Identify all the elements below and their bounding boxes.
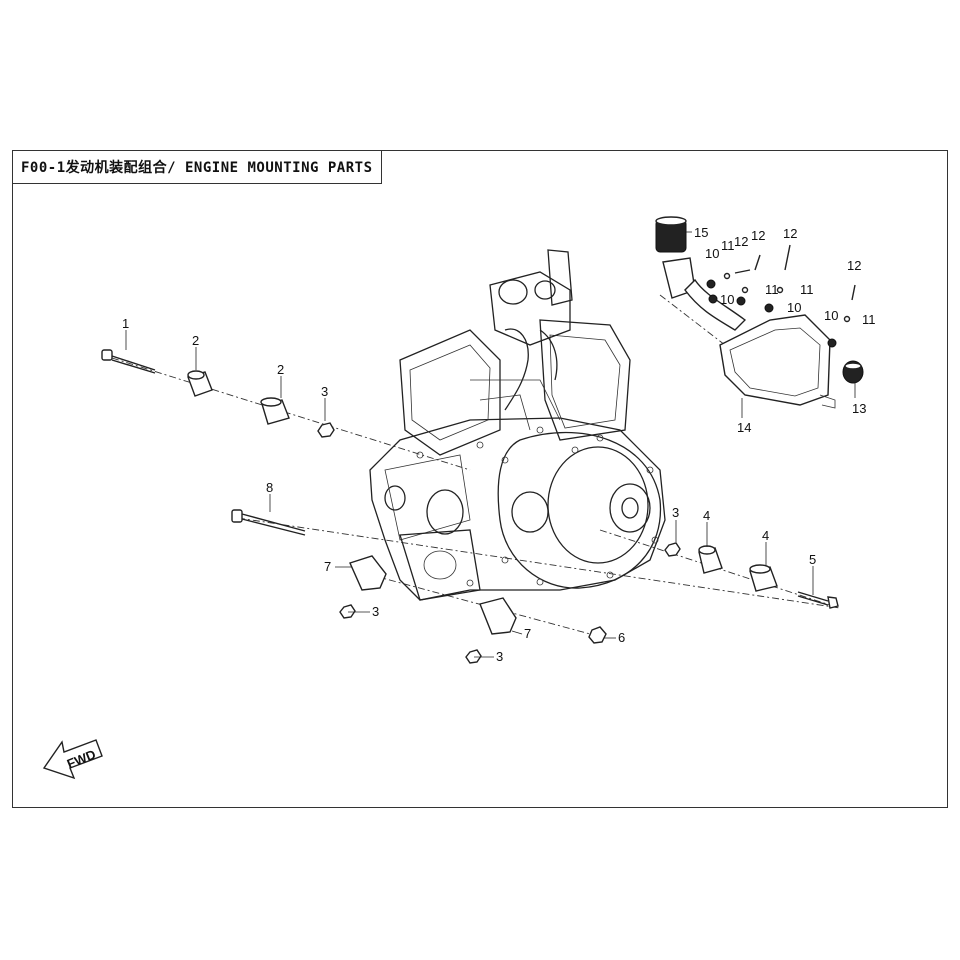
callout-3: 3 <box>496 649 503 664</box>
callout-11: 11 <box>862 312 876 327</box>
callout-7: 7 <box>324 559 331 574</box>
callout-numbers: 1 2 2 3 8 7 3 7 3 6 3 4 4 5 15 10 11 12 … <box>122 225 876 664</box>
callout-3: 3 <box>321 384 328 399</box>
callout-11: 11 <box>721 238 735 253</box>
page-title: F00-1发动机装配组合/ ENGINE MOUNTING PARTS <box>12 150 382 184</box>
part-3-nut-c[interactable] <box>465 649 482 664</box>
callout-14: 14 <box>737 420 751 435</box>
part-2-bushing-b[interactable] <box>260 397 290 425</box>
callout-4: 4 <box>762 528 769 543</box>
part-3-nut-b[interactable] <box>339 604 356 619</box>
callout-2: 2 <box>277 362 284 377</box>
fwd-arrow-icon: FWD <box>42 739 103 780</box>
callout-2: 2 <box>192 333 199 348</box>
callout-10: 10 <box>705 246 719 261</box>
exhaust-cluster <box>655 216 864 409</box>
engine-assembly <box>369 249 666 601</box>
callout-11: 11 <box>800 282 814 297</box>
diagram-frame <box>12 150 948 808</box>
callout-12: 12 <box>847 258 861 273</box>
part-6[interactable] <box>588 626 607 644</box>
callout-6: 6 <box>618 630 625 645</box>
callout-4: 4 <box>703 508 710 523</box>
callout-12: 12 <box>734 234 748 249</box>
part-13[interactable] <box>842 360 864 384</box>
part-2-bushing-a[interactable] <box>187 370 213 397</box>
part-5[interactable] <box>797 591 839 609</box>
part-4-bushing-a[interactable] <box>698 545 723 574</box>
callout-10: 10 <box>824 308 838 323</box>
callout-1: 1 <box>122 316 129 331</box>
callout-3: 3 <box>372 604 379 619</box>
callout-10: 10 <box>720 292 734 307</box>
callout-10: 10 <box>787 300 801 315</box>
callout-12: 12 <box>751 228 765 243</box>
callout-5: 5 <box>809 552 816 567</box>
part-8[interactable] <box>231 509 306 536</box>
part-4-bushing-b[interactable] <box>749 564 778 592</box>
callout-12: 12 <box>783 226 797 241</box>
part-14[interactable] <box>719 314 831 406</box>
callout-8: 8 <box>266 480 273 495</box>
leader-lines <box>125 231 856 658</box>
part-3-nut-d[interactable] <box>664 542 681 557</box>
exhaust-fasteners <box>706 244 856 348</box>
part-1[interactable] <box>101 349 156 374</box>
callout-13: 13 <box>852 401 866 416</box>
rear-mount-parts <box>231 509 839 664</box>
callout-7: 7 <box>524 626 531 641</box>
front-mount-parts <box>101 349 335 438</box>
callout-11: 11 <box>765 282 779 297</box>
part-7-bracket-b[interactable] <box>479 597 517 635</box>
callout-3: 3 <box>672 505 679 520</box>
part-7-bracket-a[interactable] <box>349 555 387 591</box>
callout-15: 15 <box>694 225 708 240</box>
part-3-nut-a[interactable] <box>317 422 335 438</box>
